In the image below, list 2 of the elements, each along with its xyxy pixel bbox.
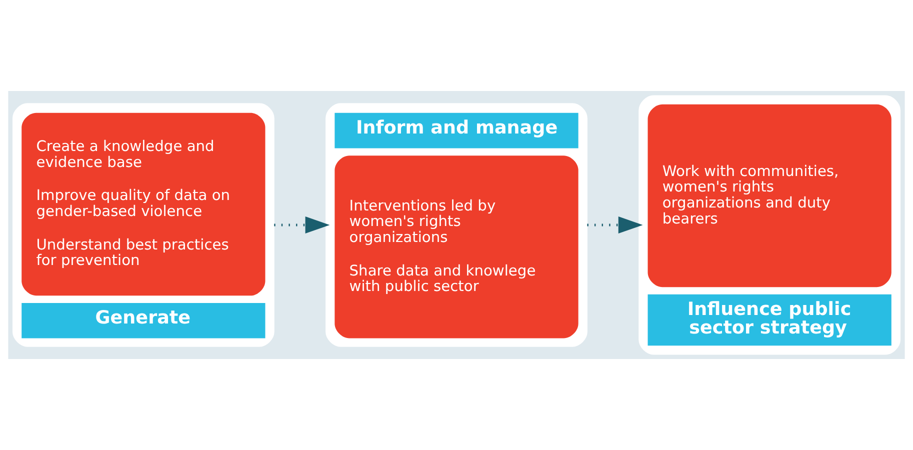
arrow xyxy=(274,216,330,234)
arrow xyxy=(587,216,643,234)
